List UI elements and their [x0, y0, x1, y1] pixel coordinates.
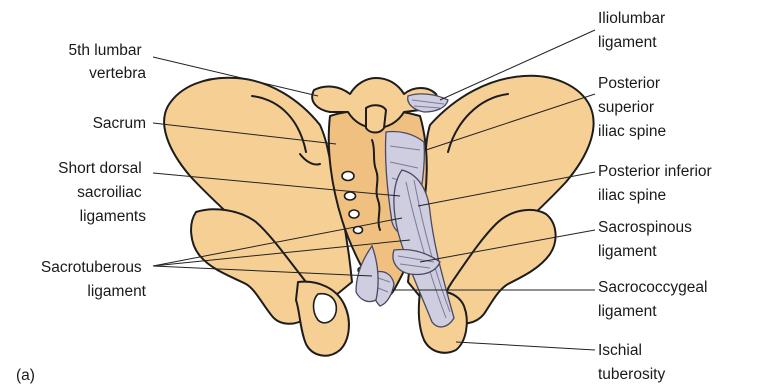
sacral-foramen-3: [349, 210, 359, 218]
label-ischial: Ischial tuberosity: [598, 342, 665, 383]
label-short-dorsal: Short dorsal sacroiliac ligaments: [58, 160, 146, 225]
pelvis-illustration: [164, 76, 593, 356]
leader-ischial: [456, 342, 595, 350]
lumbar-spinous-process: [366, 105, 386, 132]
left-obturator-foramen: [314, 294, 337, 323]
panel-label: (a): [16, 367, 35, 384]
label-fifth-lumbar: 5th lumbar vertebra: [68, 42, 146, 82]
label-sacrococcygeal: Sacrococcygeal ligament: [598, 279, 712, 320]
label-sacrospinous: Sacrospinous ligament: [598, 219, 696, 260]
label-psis: Posterior superior iliac spine: [598, 75, 666, 140]
label-sacrotuberous: Sacrotuberous ligament: [41, 259, 147, 300]
sacral-foramen-2: [345, 192, 356, 200]
sacral-foramen-1: [342, 172, 354, 181]
label-iliolumbar: Iliolumbar ligament: [598, 10, 670, 51]
label-sacrum: Sacrum: [93, 115, 146, 132]
label-piis: Posterior inferior iliac spine: [598, 163, 716, 204]
